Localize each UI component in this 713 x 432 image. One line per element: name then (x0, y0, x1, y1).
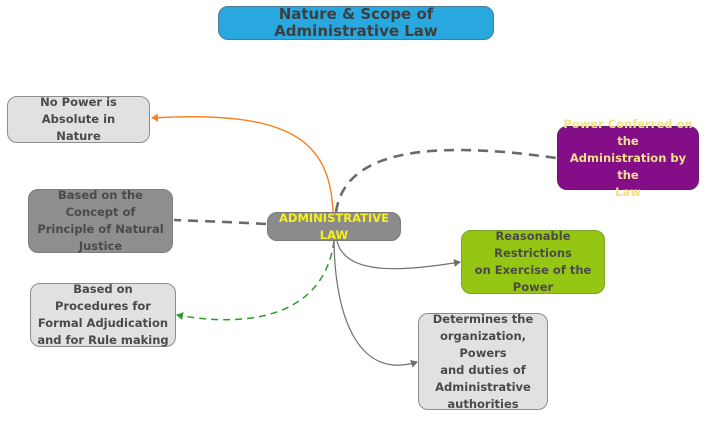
connector-conferred (334, 148, 557, 213)
node-line: Power Conferred on the (563, 116, 693, 148)
node-natural-justice[interactable]: Based on the Concept of Principle of Nat… (28, 187, 173, 255)
node-text: Based on the Concept of Principle of Nat… (33, 187, 168, 255)
node-line: Formal Adjudication (37, 316, 169, 330)
node-line: authorities (447, 396, 519, 411)
node-line: organization, Powers (439, 328, 527, 360)
node-text: Based on Procedures for Formal Adjudicat… (35, 281, 171, 349)
node-line: Based on Procedures for (55, 282, 151, 313)
node-text: Determines the organization, Powers and … (423, 311, 543, 413)
node-line: Nature (56, 129, 101, 143)
node-text: No Power is Absolute in Nature (12, 94, 145, 145)
node-line: Law (615, 184, 641, 199)
node-line: and for Rule making (37, 333, 169, 347)
node-line: Power (512, 280, 554, 294)
central-topic-node[interactable]: ADMINISTRATIVE LAW (267, 210, 401, 242)
central-topic-text: ADMINISTRATIVE LAW (279, 210, 389, 242)
diagram-title-text: Nature & Scope of Administrative Law (274, 5, 438, 40)
node-line: Principle of Natural (37, 222, 164, 236)
node-line: Reasonable Restrictions (494, 229, 572, 260)
connector-natural (173, 218, 267, 226)
node-reasonable-restrictions[interactable]: Reasonable Restrictions on Exercise of t… (461, 228, 605, 296)
node-power-conferred[interactable]: Power Conferred on the Administration by… (557, 117, 699, 199)
node-line: Based on the Concept of (58, 188, 143, 219)
node-line: Administrative (435, 379, 531, 394)
node-procedures-adjudication[interactable]: Based on Procedures for Formal Adjudicat… (30, 281, 176, 349)
node-line: No Power is Absolute in (40, 95, 117, 126)
node-line: on Exercise of the (474, 263, 592, 277)
node-no-power-absolute[interactable]: No Power is Absolute in Nature (7, 94, 150, 145)
node-line: Determines the (432, 311, 534, 326)
node-determines-organization[interactable]: Determines the organization, Powers and … (418, 311, 548, 413)
node-text: Power Conferred on the Administration by… (562, 116, 694, 201)
connector-restrictions (336, 240, 461, 270)
node-line: Justice (78, 239, 123, 253)
node-line: Administration by the (569, 150, 687, 182)
connector-determines (333, 240, 418, 368)
node-text: Reasonable Restrictions on Exercise of t… (466, 228, 600, 296)
connector-procedures (176, 240, 335, 321)
diagram-title: Nature & Scope of Administrative Law (218, 6, 494, 40)
connector-absolute (151, 113, 334, 213)
node-line: and duties of (440, 362, 526, 377)
